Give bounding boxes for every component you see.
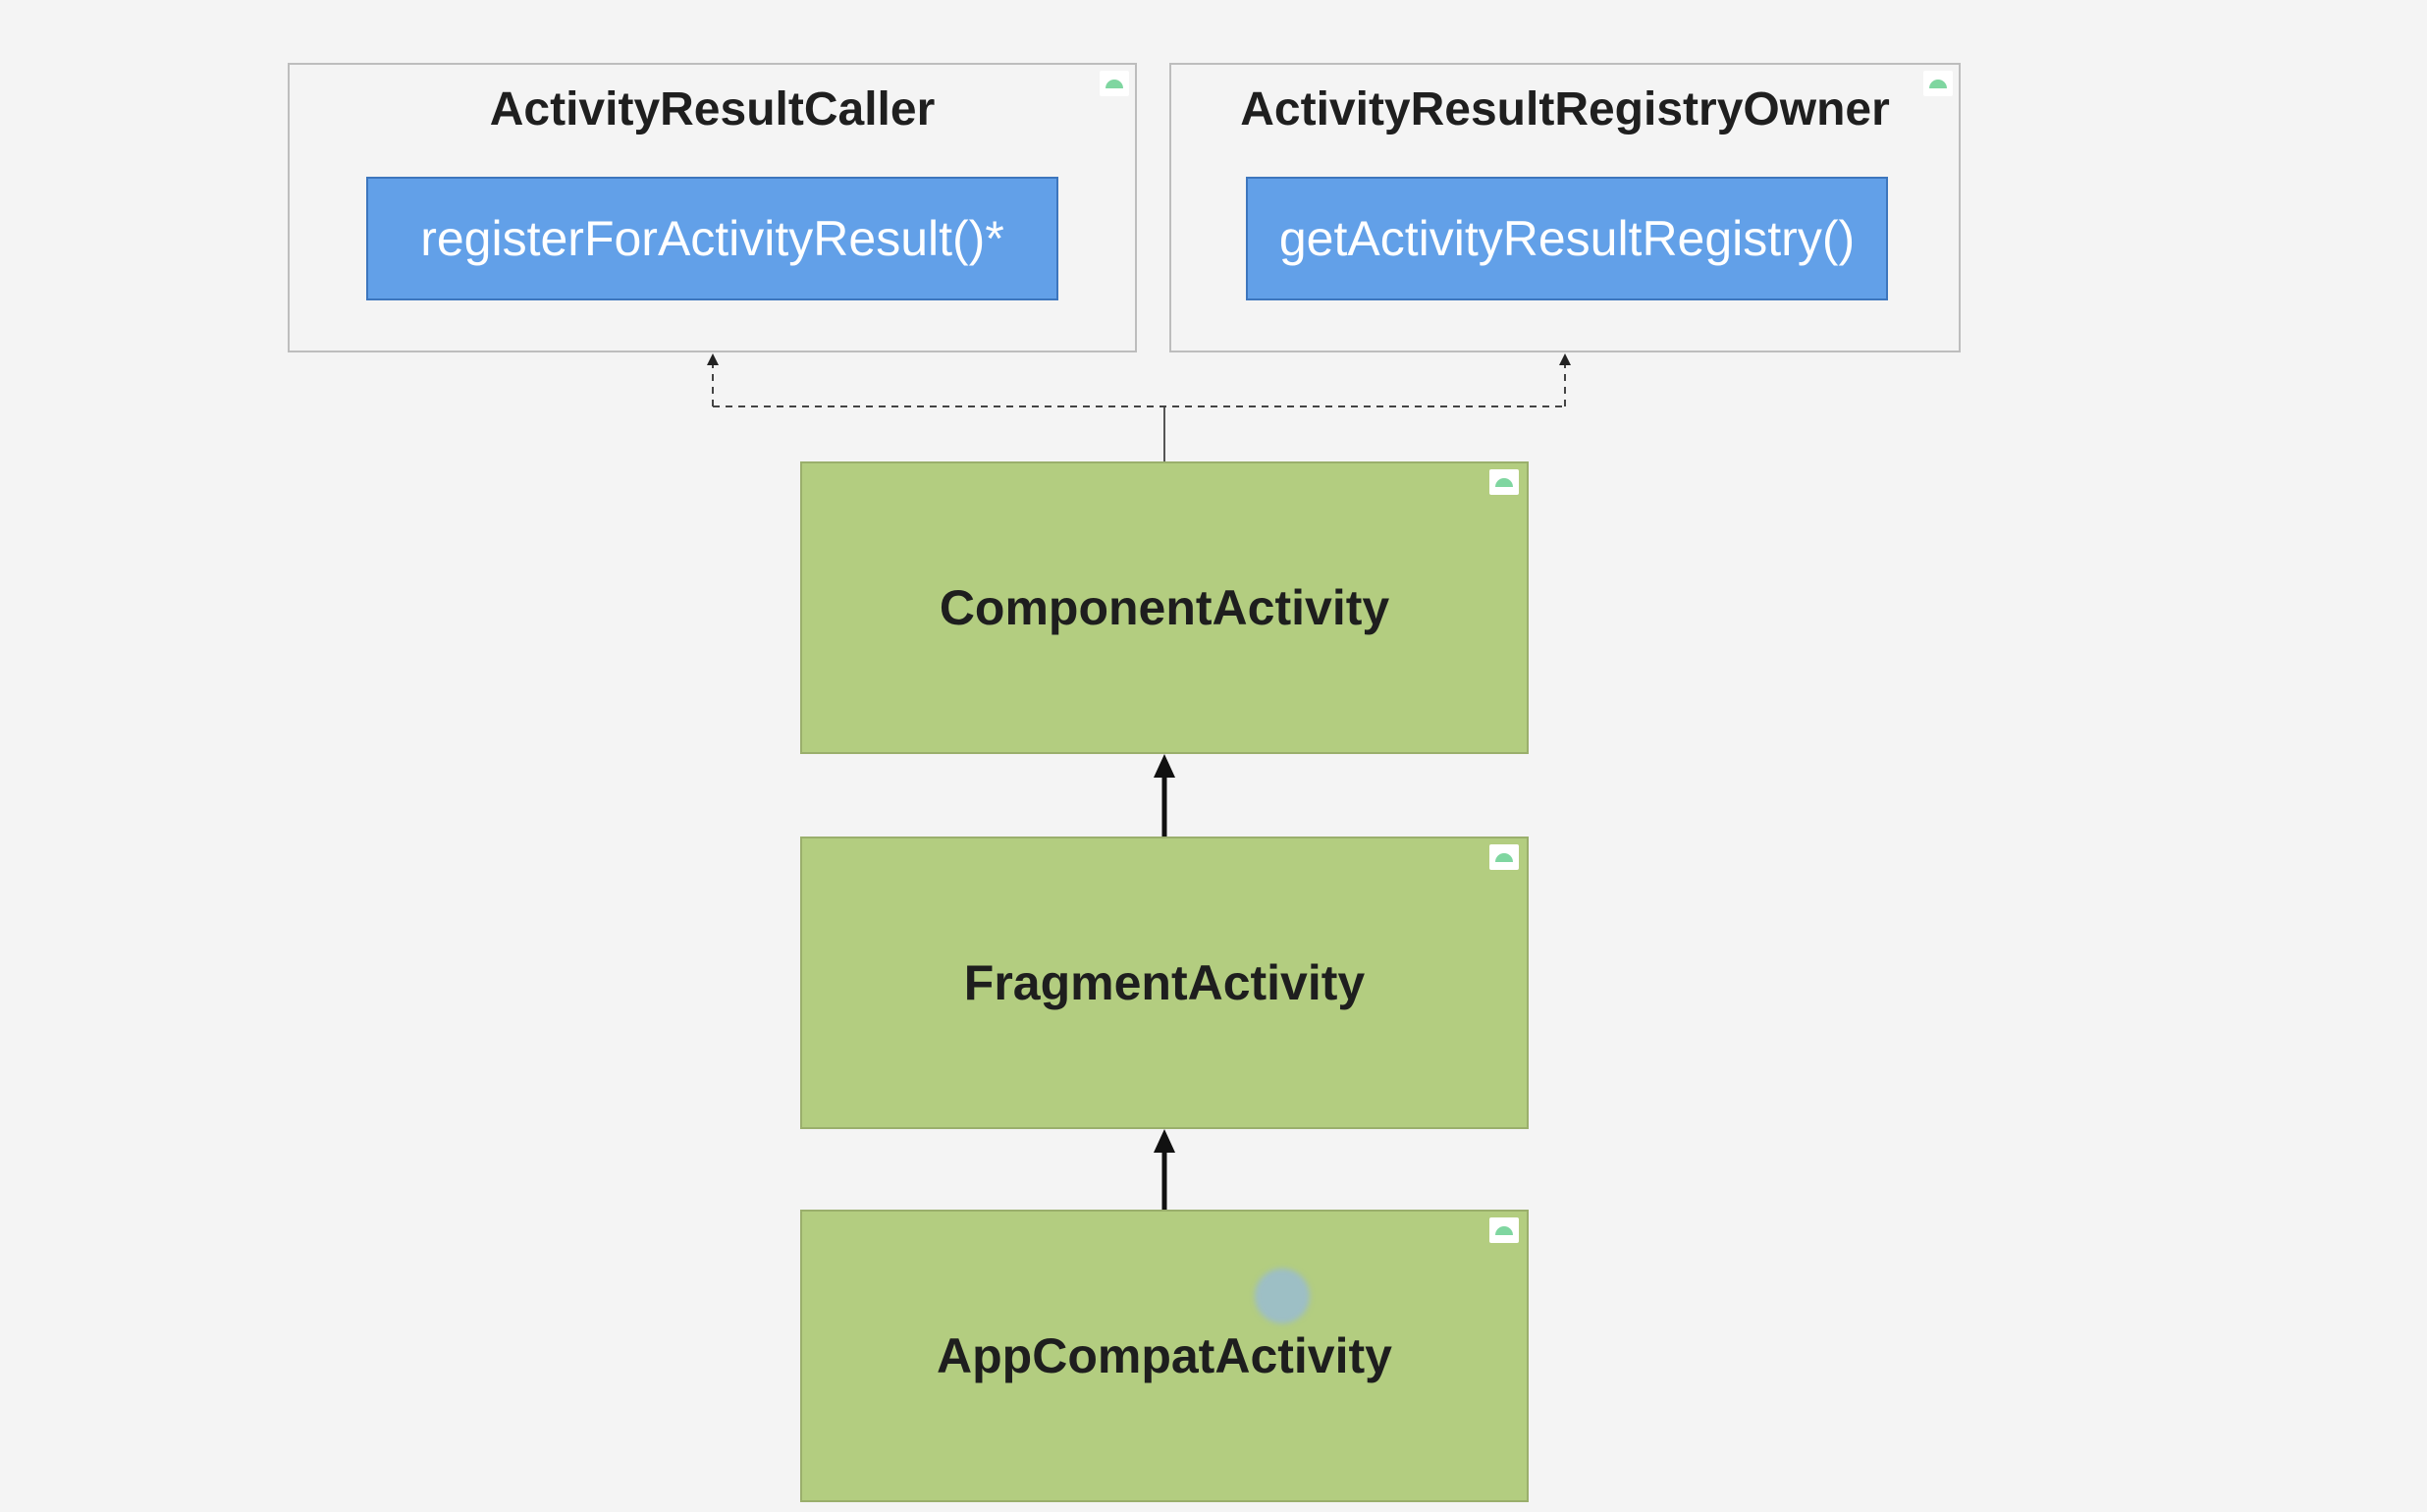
implements-connector — [707, 353, 1571, 461]
method-box-register-for-activity-result: registerForActivityResult()* — [366, 177, 1058, 300]
android-badge-icon — [1923, 71, 1953, 96]
class-box-fragment-activity: FragmentActivity — [800, 837, 1529, 1129]
class-title: AppCompatActivity — [937, 1328, 1392, 1383]
interface-title: ActivityResultCaller — [489, 83, 936, 135]
inheritance-arrow-appcompat-to-fragment — [1154, 1129, 1175, 1210]
pointer-highlight — [1255, 1269, 1310, 1323]
interface-box-activity-result-registry-owner: ActivityResultRegistryOwner getActivityR… — [1169, 63, 1961, 352]
android-badge-icon — [1489, 844, 1519, 870]
android-badge-icon — [1489, 1217, 1519, 1243]
class-title: FragmentActivity — [963, 955, 1366, 1010]
class-title: ComponentActivity — [939, 580, 1390, 635]
interface-title: ActivityResultRegistryOwner — [1240, 83, 1890, 135]
class-box-appcompat-activity: AppCompatActivity — [800, 1210, 1529, 1502]
android-badge-icon — [1489, 469, 1519, 495]
method-box-get-activity-result-registry: getActivityResultRegistry() — [1246, 177, 1888, 300]
class-box-component-activity: ComponentActivity — [800, 461, 1529, 754]
interface-box-activity-result-caller: ActivityResultCaller registerForActivity… — [288, 63, 1137, 352]
inheritance-arrow-fragment-to-component — [1154, 754, 1175, 837]
android-badge-icon — [1100, 71, 1129, 96]
